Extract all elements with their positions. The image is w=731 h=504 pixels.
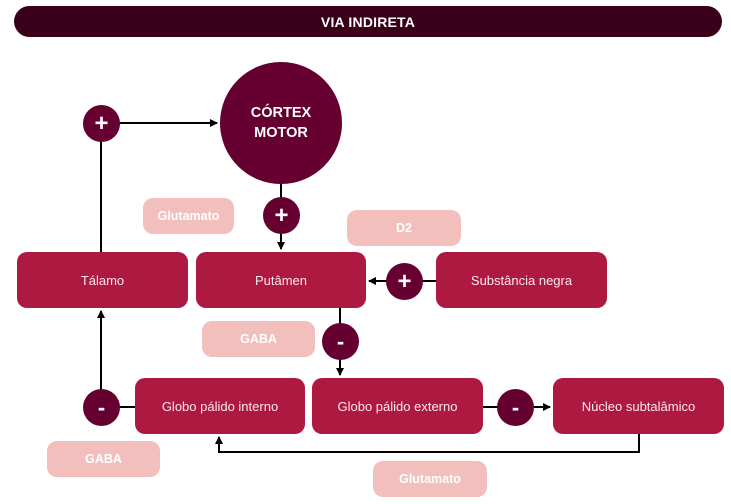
node-cortex-motor: CÓRTEX MOTOR	[220, 62, 342, 184]
node-nucleo-subtalamico: Núcleo subtalâmico	[553, 378, 724, 434]
neurotransmitter-label-glutamato: Glutamato	[143, 198, 234, 234]
connector-nucleo-to-gpi	[215, 434, 640, 453]
excitatory-sign-icon: +	[263, 197, 300, 234]
neurotransmitter-label-gaba: GABA	[47, 441, 160, 477]
node-talamo: Tálamo	[17, 252, 188, 308]
node-putamen: Putâmen	[196, 252, 366, 308]
inhibitory-sign-icon: -	[83, 389, 120, 426]
inhibitory-sign-icon: -	[322, 323, 359, 360]
excitatory-sign-icon: +	[386, 263, 423, 300]
diagram-title: VIA INDIRETA	[14, 6, 722, 37]
receptor-label-d2: D2	[347, 210, 461, 246]
node-substancia-negra: Substância negra	[436, 252, 607, 308]
excitatory-sign-icon: +	[83, 105, 120, 142]
node-globo-palido-externo: Globo pálido externo	[312, 378, 483, 434]
inhibitory-sign-icon: -	[497, 389, 534, 426]
node-globo-palido-interno: Globo pálido interno	[135, 378, 305, 434]
neurotransmitter-label-glutamato: Glutamato	[373, 461, 487, 497]
neurotransmitter-label-gaba: GABA	[202, 321, 315, 357]
